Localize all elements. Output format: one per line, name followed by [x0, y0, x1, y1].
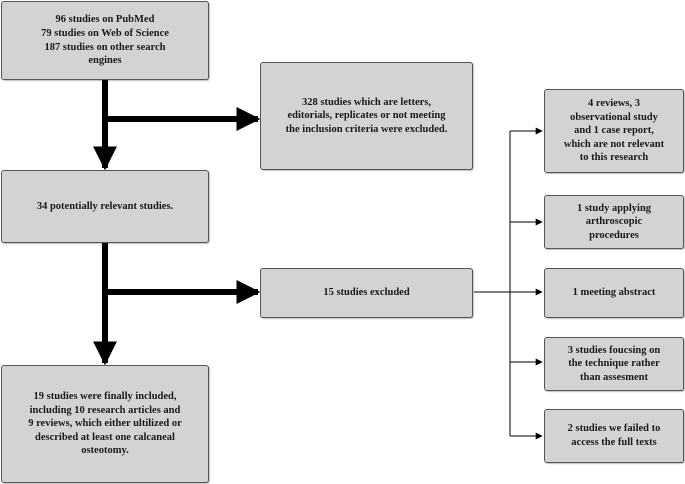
final-included-text: 19 studies were finally included, includ…	[28, 390, 182, 457]
reason-fulltext-text: 2 studies we failed to access the full t…	[567, 423, 661, 448]
reason-fulltext-box: 2 studies we failed to access the full t…	[544, 409, 684, 463]
excluded-15-box: 15 studies excluded	[260, 268, 473, 318]
potentially-relevant-box: 34 potentially relevant studies.	[1, 170, 209, 243]
reason-abstract-text: 1 meeting abstract	[572, 287, 656, 299]
reason-arthroscopic-text: 1 study applying arthroscopic procedures	[576, 202, 652, 241]
reason-abstract-box: 1 meeting abstract	[544, 268, 684, 318]
final-included-box: 19 studies were finally included, includ…	[1, 365, 209, 483]
excluded-15-text: 15 studies excluded	[323, 287, 410, 299]
reason-reviews-box: 4 reviews, 3 observational study and 1 c…	[544, 89, 684, 173]
sources-box: 96 studies on PubMed 79 studies on Web o…	[1, 1, 209, 80]
reason-technique-box: 3 studies foucsing on the technique rath…	[544, 337, 684, 391]
sources-text: 96 studies on PubMed 79 studies on Web o…	[41, 14, 169, 67]
reason-reviews-text: 4 reviews, 3 observational study and 1 c…	[563, 97, 665, 164]
excluded-328-text: 328 studies which are letters, editorial…	[285, 96, 448, 135]
potentially-relevant-text: 34 potentially relevant studies.	[36, 200, 174, 212]
excluded-328-box: 328 studies which are letters, editorial…	[260, 62, 473, 170]
reason-arthroscopic-box: 1 study applying arthroscopic procedures	[544, 195, 684, 249]
reason-technique-text: 3 studies foucsing on the technique rath…	[567, 344, 661, 383]
